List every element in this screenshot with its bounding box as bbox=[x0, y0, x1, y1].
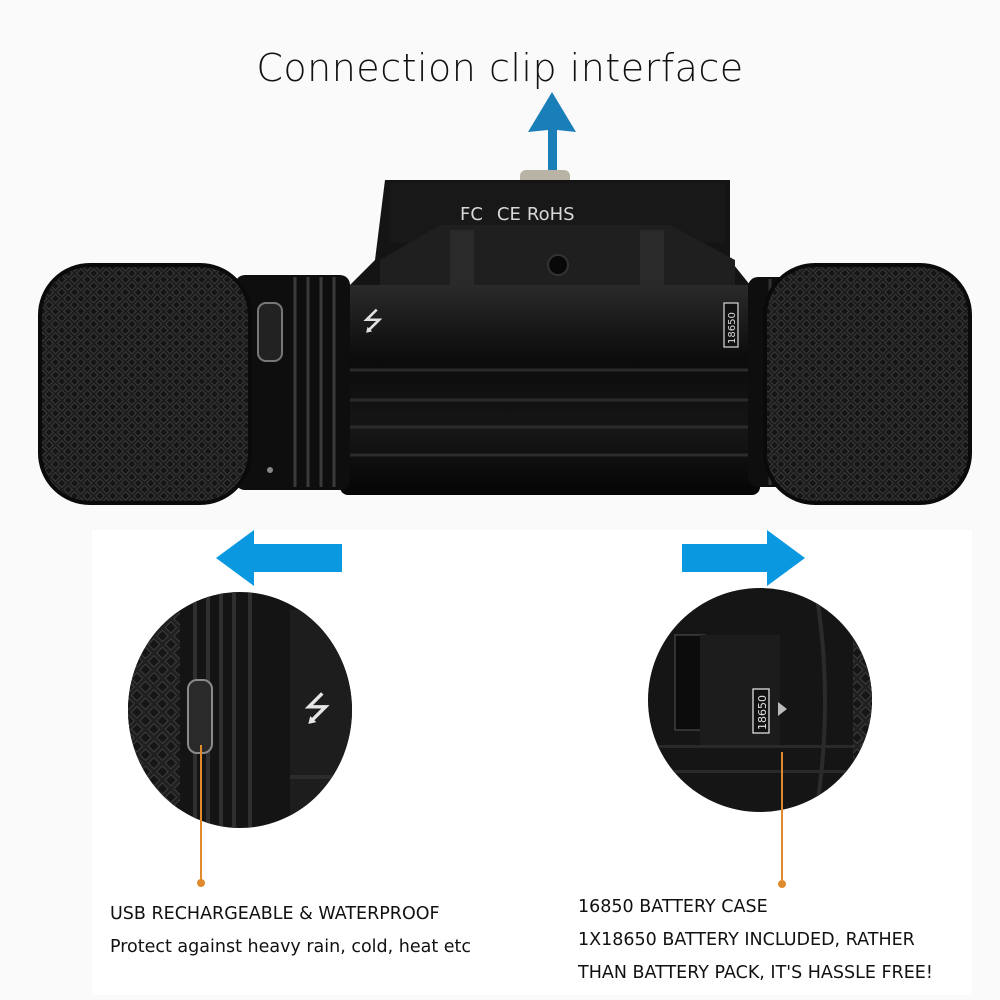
right-arrow-icon bbox=[682, 530, 805, 586]
flashlight-main-photo: FC CE RoHS ⭍ 18650 bbox=[38, 170, 972, 505]
left-arrow-icon bbox=[216, 530, 342, 586]
svg-text:18650: 18650 bbox=[756, 695, 769, 730]
battery-callout-line3: THAN BATTERY PACK, IT'S HASSLE FREE! bbox=[578, 963, 933, 983]
rohs-mark: RoHS bbox=[527, 204, 575, 225]
battery-callout-heading: 16850 BATTERY CASE bbox=[578, 897, 768, 917]
battery-callout: 16850 BATTERY CASE 1X18650 BATTERY INCLU… bbox=[578, 891, 933, 990]
battery-18650-badge: 18650 bbox=[723, 302, 739, 348]
battery-case-closeup: 18650 bbox=[648, 588, 872, 812]
fcc-mark: FC bbox=[460, 204, 483, 225]
leader-line-right bbox=[781, 752, 783, 880]
leader-line-left bbox=[200, 745, 202, 880]
ce-mark: CE bbox=[497, 204, 521, 225]
usb-callout-description: Protect against heavy rain, cold, heat e… bbox=[110, 937, 472, 957]
svg-text:18650: 18650 bbox=[727, 312, 738, 344]
leader-dot-right bbox=[778, 880, 786, 888]
battery-callout-line2: 1X18650 BATTERY INCLUDED, RATHER bbox=[578, 930, 915, 950]
usb-callout-heading: USB RECHARGEABLE & WATERPROOF bbox=[110, 904, 440, 924]
svg-text:⭍: ⭍ bbox=[303, 689, 331, 729]
leader-dot-left bbox=[197, 879, 205, 887]
certification-text: FC CE RoHS bbox=[460, 204, 575, 225]
battery-18650-badge-closeup: 18650 bbox=[752, 688, 770, 734]
usb-icon: ⭍ bbox=[362, 307, 384, 337]
usb-callout: USB RECHARGEABLE & WATERPROOF Protect ag… bbox=[110, 898, 471, 964]
usb-port-closeup: ⭍ bbox=[128, 592, 352, 828]
page-title: Connection clip interface bbox=[256, 46, 744, 90]
